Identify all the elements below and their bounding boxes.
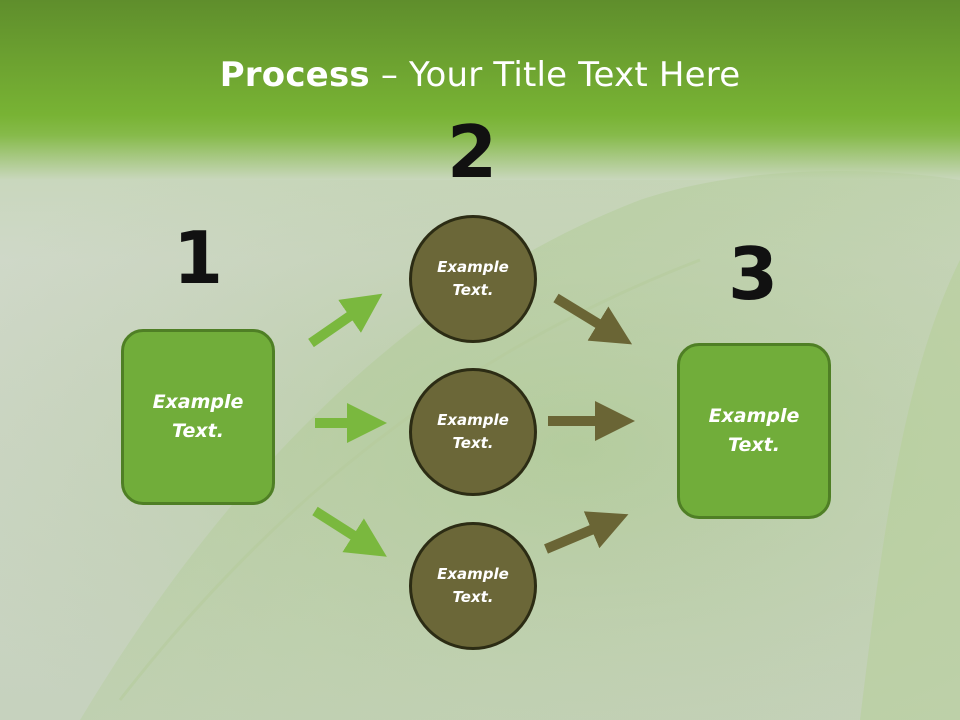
slide-title: Process – Your Title Text Here bbox=[0, 52, 960, 98]
circle-bottom: Example Text. bbox=[409, 522, 537, 650]
circle-bottom-text: Example Text. bbox=[437, 565, 509, 606]
step-number-2: 2 bbox=[446, 110, 498, 194]
arrow-1-to-bottom bbox=[312, 506, 387, 557]
arrow-bottom-to-3 bbox=[544, 511, 629, 554]
step-box-1: Example Text. bbox=[121, 329, 275, 505]
step-number-3: 3 bbox=[727, 232, 779, 316]
step-number-1: 1 bbox=[172, 216, 224, 300]
step-box-3-text: Example Text. bbox=[708, 405, 800, 456]
step-box-3: Example Text. bbox=[677, 343, 831, 519]
circle-top: Example Text. bbox=[409, 215, 537, 343]
circle-top-text: Example Text. bbox=[437, 258, 509, 299]
title-rest: – Your Title Text Here bbox=[369, 55, 741, 95]
circle-middle-text: Example Text. bbox=[437, 411, 509, 452]
circle-middle: Example Text. bbox=[409, 368, 537, 496]
arrow-top-to-3 bbox=[553, 293, 633, 345]
title-bold: Process bbox=[219, 55, 370, 95]
step-box-1-text: Example Text. bbox=[152, 391, 244, 442]
arrow-1-to-top bbox=[308, 293, 383, 348]
